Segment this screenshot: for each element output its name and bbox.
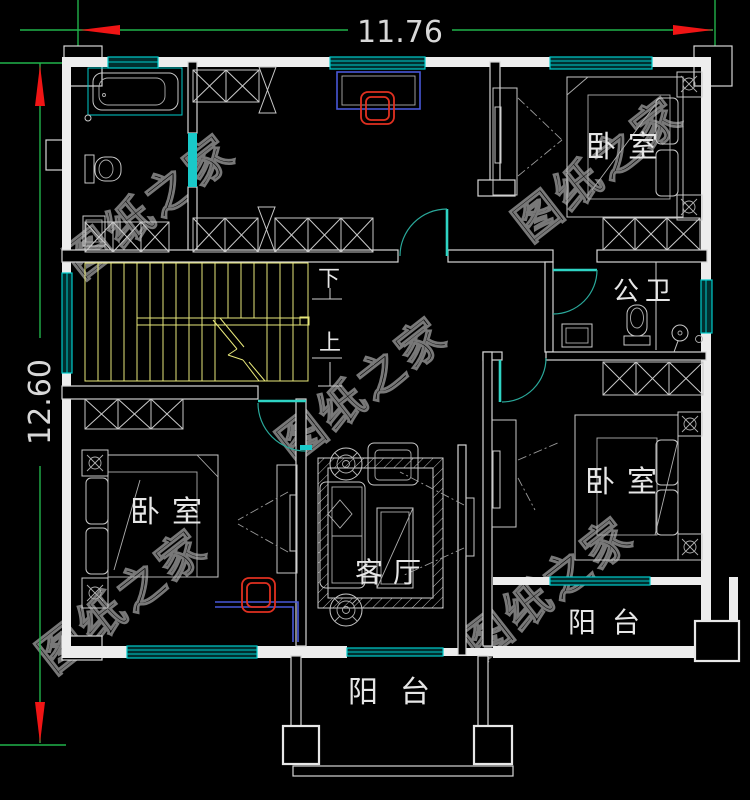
- coffee-table: [376, 507, 414, 589]
- bed: [85, 454, 219, 578]
- toilet: [623, 304, 651, 346]
- desk-and-chair: [215, 577, 299, 642]
- outer-walls: [62, 57, 741, 663]
- tv-panel: [399, 471, 475, 577]
- balcony-rail: [477, 655, 489, 727]
- balcony-bottom: 阳台: [281, 655, 514, 777]
- stair-handrail: [136, 317, 309, 326]
- public-bathroom: 公卫: [561, 277, 703, 353]
- door-bottom-right-bedroom: [498, 357, 547, 403]
- wardrobe: [192, 206, 374, 253]
- sofa-pillow: [327, 499, 353, 529]
- stair-direction: 下 上: [312, 267, 342, 387]
- doors: [257, 208, 598, 452]
- corner-column: [693, 619, 741, 663]
- floor-drain: [84, 114, 92, 122]
- dim-arrow-right: [673, 25, 713, 35]
- dimension-width-label: 11.76: [357, 15, 443, 50]
- room-label-balcony: 阳台: [568, 606, 656, 639]
- balcony-rail: [292, 765, 514, 777]
- bed: [566, 76, 684, 218]
- sofa: [319, 481, 366, 589]
- window-bottom-left-bedroom: [126, 645, 258, 659]
- bed: [574, 414, 679, 561]
- ceiling-lamp-symbol: [329, 447, 363, 481]
- balcony-right: 阳台: [568, 606, 656, 639]
- pillow: [655, 439, 679, 486]
- bathroom-door: [188, 133, 197, 187]
- nightstand-lamp: [676, 194, 703, 221]
- door-bottom-left-bedroom: [257, 399, 307, 452]
- bedroom-bottom-right: 卧室: [491, 411, 703, 561]
- door-top-middle-room: [399, 208, 449, 257]
- study-desk: [336, 71, 421, 125]
- nightstand-lamp: [676, 71, 703, 98]
- nightstand-lamp: [677, 533, 703, 561]
- stair-down-label: 下: [318, 267, 340, 292]
- windows: [61, 56, 713, 659]
- sliding-door-living-balcony: [346, 647, 444, 657]
- wardrobes: [84, 66, 704, 430]
- pillow: [85, 477, 109, 525]
- room-label-balcony: 阳台: [348, 675, 452, 710]
- room-label-bedroom: 卧室: [130, 495, 214, 530]
- bedroom-bottom-left: 卧室: [81, 449, 299, 642]
- watermark-text: 图纸之家: [27, 518, 218, 684]
- living-room-rug-border: [317, 457, 444, 609]
- desk-chair: [241, 577, 276, 613]
- door-public-bathroom: [552, 268, 598, 315]
- tv-cabinet: [491, 419, 561, 528]
- balcony-column: [281, 724, 321, 766]
- stair-break-line: [212, 317, 266, 382]
- bowtie-symbol: [257, 206, 276, 253]
- nightstand-lamp: [81, 449, 109, 477]
- opening-marker: [300, 445, 312, 450]
- window-top-right: [549, 56, 653, 70]
- pillow: [85, 527, 109, 575]
- wardrobe: [602, 217, 701, 251]
- dim-arrow-down: [35, 702, 45, 743]
- desk-chair: [360, 91, 395, 125]
- window-top-left: [107, 56, 159, 69]
- tv-cabinet: [492, 87, 563, 196]
- room-label-living-room: 客厅: [355, 556, 431, 589]
- wash-basin: [561, 323, 593, 348]
- armchair: [367, 442, 419, 486]
- window-stairs-left: [61, 272, 73, 374]
- watermark-text: 图纸之家: [55, 123, 246, 289]
- bathtub: [87, 67, 183, 116]
- shower-head: [671, 324, 703, 353]
- pillow: [655, 489, 679, 536]
- tv-cabinet: [237, 464, 298, 574]
- room-label-bedroom: 卧室: [586, 130, 670, 165]
- wardrobe: [84, 398, 184, 430]
- dim-arrow-up: [35, 65, 45, 106]
- window-bathroom-right-wall: [700, 279, 713, 334]
- bowtie-symbol: [258, 66, 277, 114]
- window-top-middle: [329, 56, 426, 70]
- wardrobe: [84, 221, 170, 253]
- pillow: [655, 97, 679, 145]
- wardrobe: [192, 66, 277, 114]
- dim-arrow-left: [80, 25, 120, 35]
- stair-up-label: 上: [319, 331, 341, 356]
- bedroom-top-right: 卧室: [492, 71, 703, 221]
- stairs: [84, 262, 310, 382]
- toilet: [84, 154, 122, 184]
- room-label-bedroom: 卧室: [585, 465, 669, 500]
- balcony-rail: [290, 655, 302, 727]
- balcony-column: [472, 724, 514, 766]
- watermarks: 图纸之家 图纸之家 图纸之家 图纸之家 图纸之家: [27, 85, 695, 684]
- room-label-public-bathroom: 公卫: [613, 277, 677, 307]
- sliding-door-bedroom-balcony: [549, 576, 651, 586]
- dimension-height-label: 12.60: [23, 359, 58, 445]
- ceiling-lamp-symbol: [329, 593, 363, 627]
- living-room: 客厅: [317, 442, 475, 627]
- dimension-lines: 11.76 12.60: [0, 0, 716, 746]
- wardrobe: [602, 361, 704, 396]
- pillow: [655, 149, 679, 197]
- nightstand-lamp: [677, 411, 703, 437]
- nightstand-lamp: [81, 577, 109, 609]
